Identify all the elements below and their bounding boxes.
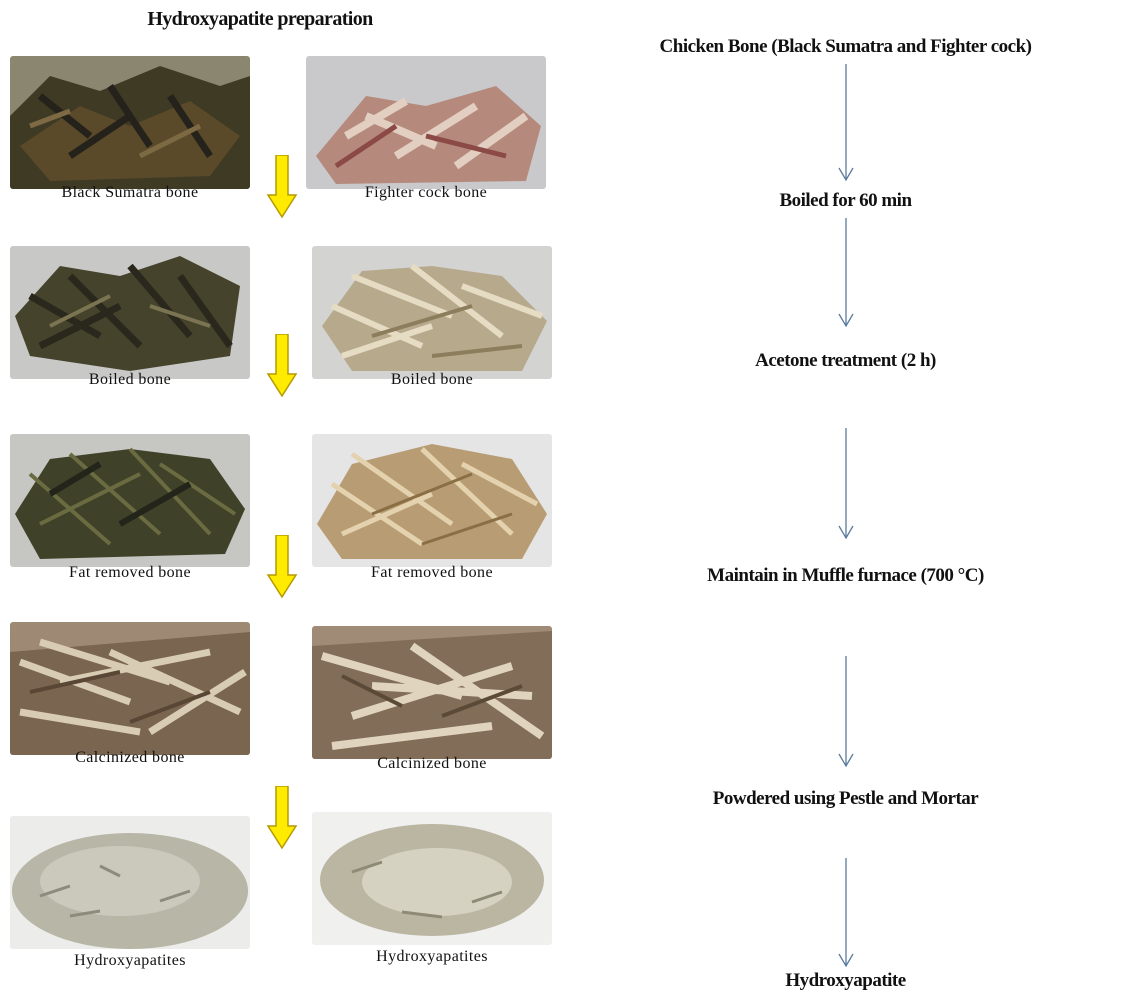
caption-left: Hydroxyapatites: [0, 952, 260, 970]
down-arrow-icon: [836, 656, 856, 768]
down-arrow-icon: [266, 155, 298, 219]
flow-step-chicken-bone: Chicken Bone (Black Sumatra and Fighter …: [560, 36, 1131, 58]
photo-black-sumatra-calcinized-bone: [10, 622, 250, 755]
caption-right: Fat removed bone: [302, 564, 562, 582]
down-arrow-icon: [836, 218, 856, 328]
down-arrow-icon: [266, 786, 298, 850]
caption-right: Hydroxyapatites: [302, 948, 562, 966]
caption-left: Boiled bone: [0, 371, 260, 389]
caption-right: Boiled bone: [302, 371, 562, 389]
photo-fighter-cock-hydroxyapatite: [312, 812, 552, 945]
down-arrow-icon: [266, 535, 298, 599]
flow-step-acetone: Acetone treatment (2 h): [560, 350, 1131, 372]
caption-right: Calcinized bone: [302, 755, 562, 773]
caption-right: Fighter cock bone: [296, 184, 556, 202]
caption-left: Black Sumatra bone: [0, 184, 260, 202]
photo-fighter-cock-raw-bone: [306, 56, 546, 189]
photo-black-sumatra-fat-removed-bone: [10, 434, 250, 567]
photo-fighter-cock-boiled-bone: [312, 246, 552, 379]
flow-step-hydroxyapatite: Hydroxyapatite: [560, 970, 1131, 992]
down-arrow-icon: [836, 428, 856, 540]
photo-black-sumatra-hydroxyapatite: [10, 816, 250, 949]
photo-fighter-cock-calcinized-bone: [312, 626, 552, 759]
photo-black-sumatra-raw-bone: [10, 56, 250, 189]
down-arrow-icon: [266, 334, 298, 398]
diagram-title: Hydroxyapatite preparation: [0, 8, 520, 31]
flow-step-boiled: Boiled for 60 min: [560, 190, 1131, 212]
flow-step-powdered: Powdered using Pestle and Mortar: [560, 788, 1131, 810]
photo-black-sumatra-boiled-bone: [10, 246, 250, 379]
caption-left: Fat removed bone: [0, 564, 260, 582]
down-arrow-icon: [836, 858, 856, 968]
down-arrow-icon: [836, 64, 856, 182]
photo-fighter-cock-fat-removed-bone: [312, 434, 552, 567]
caption-left: Calcinized bone: [0, 749, 260, 767]
flow-step-muffle-furnace: Maintain in Muffle furnace (700 °C): [560, 565, 1131, 587]
